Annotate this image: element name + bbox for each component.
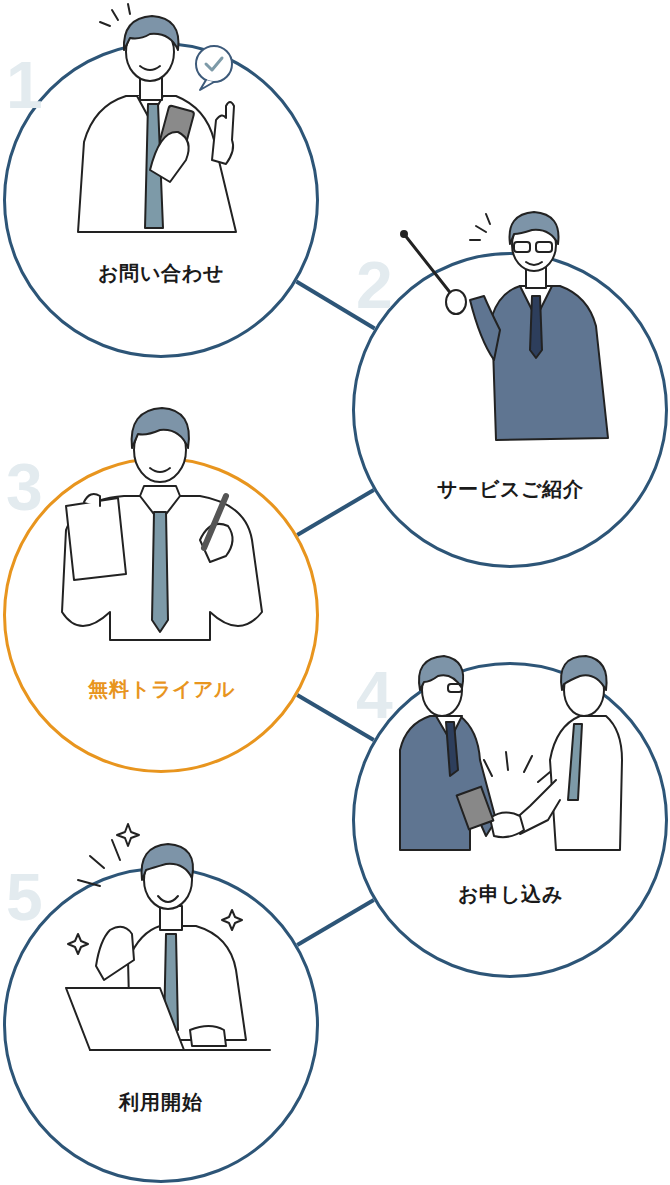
person-presenter	[401, 212, 608, 440]
step-number: 3	[6, 454, 43, 520]
step-number: 5	[6, 864, 43, 930]
person-trial	[62, 408, 262, 640]
step-number: 4	[356, 662, 393, 728]
step-number: 2	[356, 252, 393, 318]
connector-line	[297, 490, 374, 535]
step-label: サービスご紹介	[352, 476, 668, 503]
step-number: 1	[6, 52, 43, 118]
step-label: 利用開始	[3, 1089, 319, 1116]
person-phone	[78, 4, 236, 232]
step-label: お問い合わせ	[3, 260, 319, 287]
step-label: お申し込み	[352, 881, 668, 908]
step-label: 無料トライアル	[3, 676, 319, 703]
person-handshake	[400, 656, 622, 850]
person-start	[66, 824, 270, 1050]
connector-line	[297, 900, 374, 945]
